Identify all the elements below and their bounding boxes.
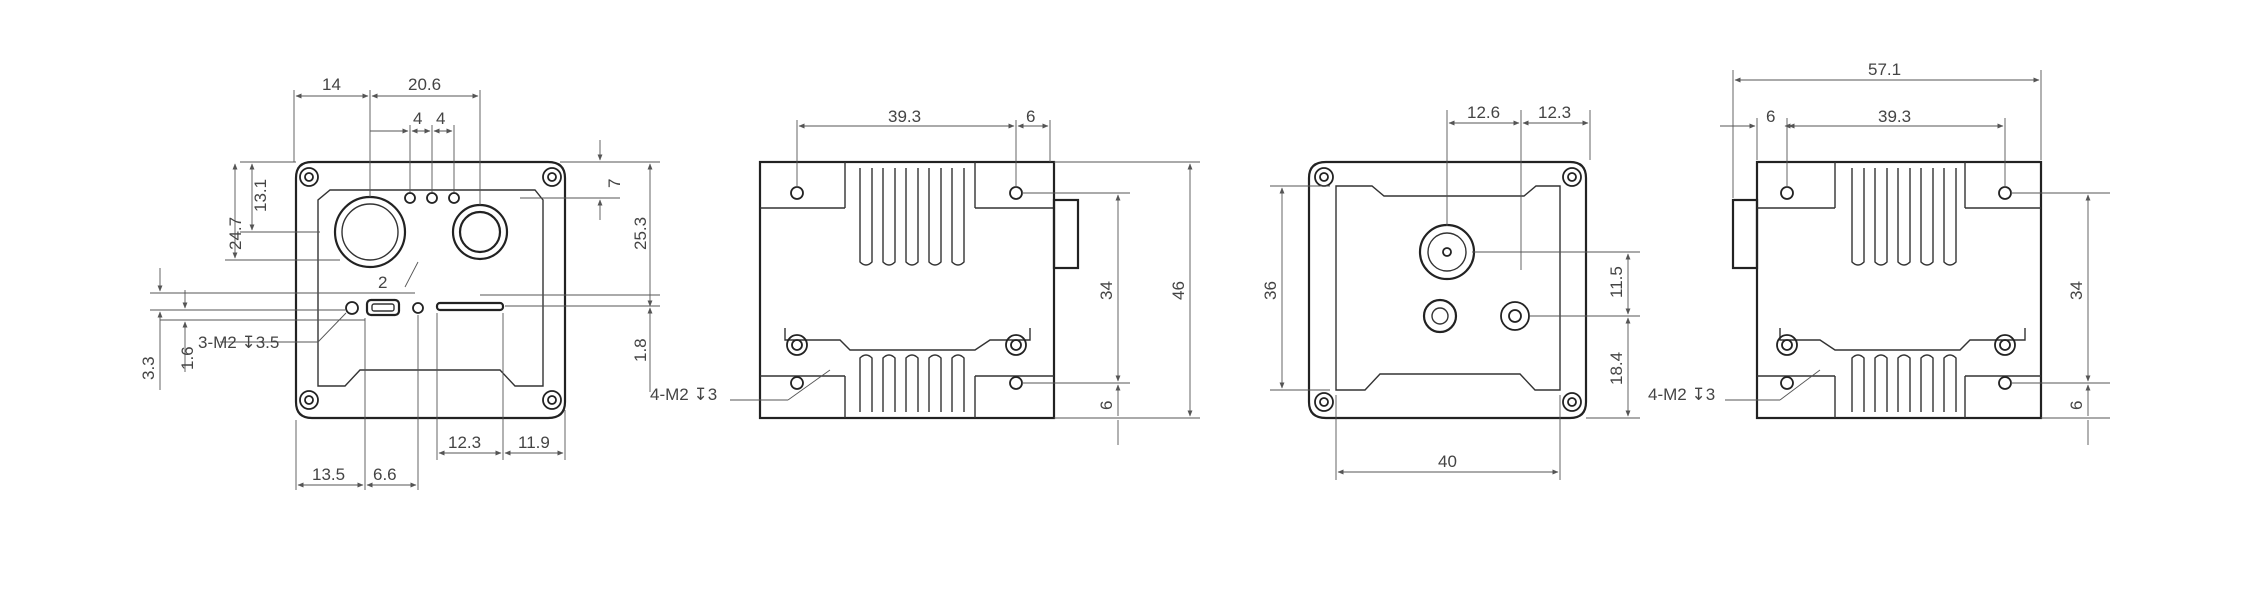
dim-label: 34 [1097, 281, 1116, 300]
side-body-outline [758, 160, 1056, 420]
side-connector [1052, 198, 1080, 270]
dim-label: 18.4 [1607, 352, 1626, 385]
front-lens-left [333, 195, 407, 269]
side2-dimension-labels: 57.1 6 39.3 34 6 4-M2 ↧3 [1648, 60, 2086, 410]
sd-card-slot [435, 301, 505, 312]
dim-label: 40 [1438, 452, 1457, 471]
dim-label: 1.8 [631, 338, 650, 362]
side1-dimensions [730, 120, 1200, 445]
rear-dimension-labels: 12.6 12.3 36 11.5 18.4 40 [1261, 103, 1626, 471]
indicator-leds [404, 192, 460, 204]
dim-label: 13.5 [312, 465, 345, 484]
side-view-left: 39.3 6 34 46 6 4-M2 ↧3 [650, 107, 1200, 445]
front-lens-right [451, 203, 509, 261]
dim-label: 6 [1026, 107, 1035, 126]
dim-label: 6 [1097, 401, 1116, 410]
rear-housing-outline [1307, 160, 1588, 420]
front-dimension-labels: 14 20.6 4 4 7 13.1 24.7 25.3 2 3-M2 ↧3.5… [139, 75, 650, 484]
dim-label: 12.3 [1538, 103, 1571, 122]
dim-label: 7 [605, 179, 624, 188]
heatsink-fins-bottom [859, 354, 965, 412]
dim-label: 36 [1261, 281, 1280, 300]
dim-label: 39.3 [1878, 107, 1911, 126]
dim-label: 4-M2 ↧3 [1648, 385, 1715, 404]
side-view-right: 57.1 6 39.3 34 6 4-M2 ↧3 [1648, 60, 2110, 445]
dim-label: 11.9 [518, 433, 550, 452]
dim-label: 20.6 [408, 75, 441, 94]
dim-label: 13.1 [251, 179, 270, 212]
dim-label: 4 [436, 109, 445, 128]
front-inner-bezel [317, 189, 544, 387]
dim-label: 14 [322, 75, 341, 94]
dim-label: 6.6 [373, 465, 397, 484]
rear-round-connector [1418, 223, 1476, 281]
dim-label: 3-M2 ↧3.5 [198, 333, 279, 352]
dim-label: 46 [1169, 281, 1188, 300]
dim-label: 25.3 [631, 217, 650, 250]
dim-label: 2 [378, 273, 387, 292]
corner-screw-holes [299, 167, 562, 410]
dim-label: 3.3 [139, 356, 158, 380]
dim-label: 24.7 [226, 217, 245, 250]
dim-label: 6 [1766, 107, 1775, 126]
dim-label: 1.6 [178, 346, 197, 370]
side2-fins-bottom [1851, 354, 1957, 412]
side2-mount-holes [1776, 186, 2016, 390]
dim-label: 11.5 [1607, 266, 1626, 298]
side2-fins-top [1851, 168, 1957, 266]
dim-label: 6 [2067, 401, 2086, 410]
rear-bnc-connector [1422, 298, 1458, 334]
rear-view: 12.6 12.3 36 11.5 18.4 40 [1261, 103, 1640, 480]
front-housing-outline [294, 160, 567, 420]
side2-connector [1731, 198, 1759, 270]
dim-label: 34 [2067, 281, 2086, 300]
side2-dimensions [1720, 70, 2110, 445]
heatsink-fins-top [859, 168, 965, 266]
usb-port [365, 298, 401, 317]
dim-label: 57.1 [1868, 60, 1901, 79]
side1-dimension-labels: 39.3 6 34 46 6 4-M2 ↧3 [650, 107, 1188, 410]
rear-inner-bezel [1335, 185, 1561, 391]
dim-label: 12.6 [1467, 103, 1500, 122]
m2-hole-right [412, 302, 424, 314]
rear-led [1500, 301, 1530, 331]
front-view: 14 20.6 4 4 7 13.1 24.7 25.3 2 3-M2 ↧3.5… [139, 75, 660, 490]
dim-label: 39.3 [888, 107, 921, 126]
m2-hole-left [345, 301, 359, 315]
side2-body-outline [1755, 160, 2043, 420]
dim-label: 12.3 [448, 433, 481, 452]
dim-label: 4 [413, 109, 422, 128]
rear-dimensions [1270, 110, 1640, 480]
front-dimensions [150, 90, 660, 490]
dim-label: 4-M2 ↧3 [650, 385, 717, 404]
